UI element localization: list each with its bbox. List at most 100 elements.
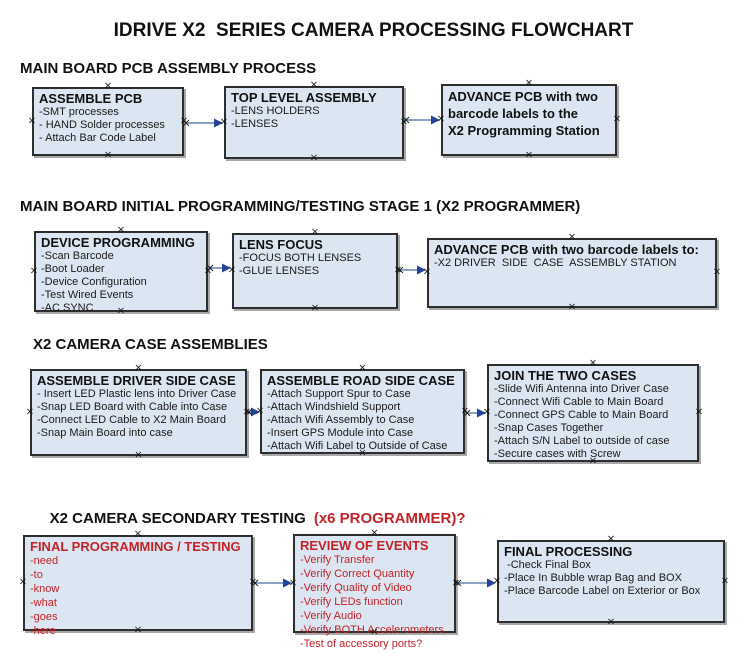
connection-handle-icon: × bbox=[720, 575, 730, 586]
connection-handle-icon: × bbox=[309, 79, 319, 91]
step-item: -Verify LEDs function bbox=[300, 596, 403, 608]
connection-handle-icon: × bbox=[588, 455, 598, 467]
step-item: -Place In Bubble wrap Bag and BOX bbox=[504, 572, 682, 584]
box-assemble-driver-side-case: ASSEMBLE DRIVER SIDE CASE - Insert LED P… bbox=[30, 369, 247, 456]
step-item: -Connect LED Cable to X2 Main Board bbox=[37, 414, 226, 426]
step-item: -Connect GPS Cable to Main Board bbox=[494, 409, 669, 421]
step-item: - Insert LED Plastic lens into Driver Ca… bbox=[37, 388, 237, 400]
box-title: ASSEMBLE PCB bbox=[39, 91, 143, 106]
connection-handle-icon: × bbox=[567, 231, 577, 243]
connector-arrow bbox=[251, 578, 292, 588]
step-item: -GLUE LENSES bbox=[239, 265, 320, 277]
section-header-red-suffix: (x6 PROGRAMMER)? bbox=[313, 510, 466, 527]
step-item: -Connect Wifi Cable to Main Board bbox=[494, 396, 664, 408]
connection-handle-icon: × bbox=[288, 577, 298, 588]
box-review-of-events: REVIEW OF EVENTS -Verify Transfer-Verify… bbox=[293, 534, 456, 650]
connection-handle-icon: × bbox=[422, 266, 432, 278]
connection-handle-icon: × bbox=[134, 449, 143, 461]
step-item: -Snap LED Board with Cable into Case bbox=[37, 401, 228, 413]
connection-handle-icon: × bbox=[248, 576, 258, 588]
connection-handle-icon: × bbox=[29, 265, 39, 276]
step-item: -here bbox=[30, 625, 56, 637]
box-title: ADVANCE PCB with two barcode labels to t… bbox=[448, 89, 600, 138]
step-item: -AC SYNC bbox=[41, 302, 94, 314]
connection-handle-icon: × bbox=[133, 624, 143, 636]
step-item: -Test of accessory ports? bbox=[300, 638, 423, 650]
connection-handle-icon: × bbox=[588, 357, 598, 369]
connection-handle-icon: × bbox=[103, 80, 113, 92]
connection-handle-icon: × bbox=[482, 406, 492, 418]
step-item: -Attach Support Spur to Case bbox=[267, 388, 411, 400]
section-header-main-board-pcb-assembly: MAIN BOARD PCB ASSEMBLY PROCESS bbox=[20, 60, 317, 77]
box-title: ADVANCE PCB with two barcode labels to: bbox=[434, 242, 699, 257]
section-header-initial-programming-testing: MAIN BOARD INITIAL PROGRAMMING/TESTING S… bbox=[20, 198, 581, 215]
section-header-text: X2 CAMERA SECONDARY TESTING bbox=[49, 510, 306, 527]
box-title: JOIN THE TWO CASES bbox=[494, 368, 637, 383]
connection-handle-icon: × bbox=[524, 77, 534, 89]
box-title: FINAL PROCESSING bbox=[504, 544, 633, 559]
connection-handle-icon: × bbox=[309, 152, 319, 164]
box-steps: -Scan Barcode-Boot Loader-Device Configu… bbox=[41, 250, 203, 315]
box-title: TOP LEVEL ASSEMBLY bbox=[231, 90, 377, 105]
connector-arrow bbox=[454, 578, 496, 588]
connection-handle-icon: × bbox=[460, 405, 470, 416]
connection-handle-icon: × bbox=[179, 115, 189, 126]
box-lens-focus: LENS FOCUS -FOCUS BOTH LENSES-GLUE LENSE… bbox=[232, 233, 398, 309]
step-item: -Verify Quality of Video bbox=[300, 582, 412, 594]
connection-handle-icon: × bbox=[358, 362, 367, 374]
connection-handle-icon: × bbox=[18, 576, 28, 588]
step-item: -Verify BOTH Accelerometers bbox=[300, 624, 444, 636]
connection-handle-icon: × bbox=[370, 527, 379, 539]
box-steps: -Verify Transfer -Verify Correct Quantity… bbox=[300, 553, 451, 651]
box-steps: -Slide Wifi Antenna into Driver Case-Con… bbox=[494, 383, 694, 461]
box-top-level-assembly: TOP LEVEL ASSEMBLY -LENS HOLDERS-LENSES bbox=[224, 86, 404, 159]
page-title: IDRIVE X2 SERIES CAMERA PROCESSING FLOWC… bbox=[113, 20, 634, 41]
step-item: -know bbox=[30, 583, 60, 595]
connection-handle-icon: × bbox=[451, 577, 461, 588]
step-item: -Attach S/N Label to outside of case bbox=[494, 435, 670, 447]
connection-handle-icon: × bbox=[399, 116, 409, 127]
box-advance-pcb-to-programming-station: ADVANCE PCB with two barcode labels to t… bbox=[441, 84, 617, 156]
connection-handle-icon: × bbox=[227, 264, 237, 276]
box-advance-pcb-to-driver-side-case: ADVANCE PCB with two barcode labels to: … bbox=[427, 238, 717, 308]
step-item: -Verify Correct Quantity bbox=[300, 568, 415, 580]
connection-handle-icon: × bbox=[116, 224, 126, 236]
connection-handle-icon: × bbox=[606, 533, 616, 545]
connection-handle-icon: × bbox=[203, 265, 213, 276]
box-steps: -need-to-know-what-goes-here bbox=[30, 554, 248, 638]
step-item: -Attach Windshield Support bbox=[267, 401, 401, 413]
step-item: - Attach Bar Code Label bbox=[39, 132, 156, 144]
step-item: -LENSES bbox=[231, 118, 279, 130]
step-item: -X2 DRIVER SIDE CASE ASSEMBLY STATION bbox=[434, 257, 677, 269]
box-steps: -LENS HOLDERS-LENSES bbox=[231, 105, 399, 131]
box-steps: -Check Final Box-Place In Bubble wrap Ba… bbox=[504, 559, 720, 598]
step-item: -Attach Wifi Label to Outside of Case bbox=[267, 440, 448, 452]
connection-handle-icon: × bbox=[133, 528, 143, 540]
step-item: -goes bbox=[30, 611, 58, 623]
step-item: -FOCUS BOTH LENSES bbox=[239, 252, 362, 264]
connection-handle-icon: × bbox=[25, 406, 35, 417]
connection-handle-icon: × bbox=[712, 266, 722, 278]
connection-handle-icon: × bbox=[219, 116, 229, 127]
step-item: -Secure cases with Screw bbox=[494, 448, 621, 460]
step-item: -Verify Audio bbox=[300, 610, 362, 622]
step-item: -Check Final Box bbox=[504, 559, 591, 571]
connection-handle-icon: × bbox=[134, 362, 143, 374]
box-title: REVIEW OF EVENTS bbox=[300, 538, 429, 553]
step-item: -Snap Cases Together bbox=[494, 422, 604, 434]
connection-handle-icon: × bbox=[242, 406, 252, 417]
box-join-the-two-cases: JOIN THE TWO CASES -Slide Wifi Antenna i… bbox=[487, 364, 699, 462]
connection-handle-icon: × bbox=[27, 115, 37, 126]
connection-handle-icon: × bbox=[310, 302, 320, 314]
step-item: -Snap Main Board into case bbox=[37, 427, 173, 439]
box-steps: -X2 DRIVER SIDE CASE ASSEMBLY STATION bbox=[434, 257, 712, 270]
connection-handle-icon: × bbox=[492, 575, 502, 586]
step-item: -Attach Wifi Assembly to Case bbox=[267, 414, 415, 426]
step-item: -Place Barcode Label on Exterior or Box bbox=[504, 585, 701, 597]
box-steps: -SMT processes- HAND Solder processes- A… bbox=[39, 106, 179, 145]
step-item: -Verify Transfer bbox=[300, 554, 375, 566]
box-assemble-road-side-case: ASSEMBLE ROAD SIDE CASE -Attach Support … bbox=[260, 369, 465, 454]
connection-handle-icon: × bbox=[310, 226, 320, 238]
connection-handle-icon: × bbox=[255, 405, 265, 416]
